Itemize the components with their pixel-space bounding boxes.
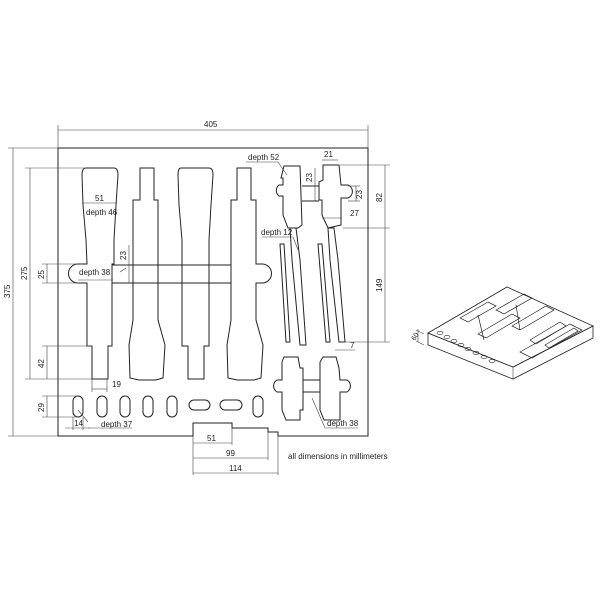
dim-405: 405 xyxy=(204,120,218,129)
handle-cutout-3 xyxy=(177,167,214,380)
dim-23-right: 23 xyxy=(355,190,364,199)
dim-60: 60 xyxy=(411,332,421,342)
dim-notch-99: 99 xyxy=(226,449,235,458)
slot-2 xyxy=(96,395,108,418)
dim-275: 275 xyxy=(20,266,29,280)
dim-42: 42 xyxy=(37,359,46,368)
dim-82: 82 xyxy=(375,193,384,202)
blade-slot-1 xyxy=(279,243,291,343)
tool-cutout-4 xyxy=(226,167,272,381)
handle-cutout-1 xyxy=(68,167,119,380)
small-tool-top-right xyxy=(318,164,353,229)
blade-slot-2 xyxy=(317,243,331,343)
label-depth-52: depth 52 xyxy=(248,153,280,162)
units-note: all dimensions in millimeters xyxy=(288,452,388,461)
slot-5 xyxy=(166,395,178,418)
blade-1 xyxy=(289,227,307,346)
dimension-lines xyxy=(8,125,390,475)
slot-8 xyxy=(252,395,264,418)
small-tool-bottom-right xyxy=(319,356,351,421)
dim-149: 149 xyxy=(375,278,384,292)
label-depth-12: depth 12 xyxy=(261,228,293,237)
dim-25: 25 xyxy=(37,270,46,279)
dim-27: 27 xyxy=(350,209,359,218)
dim-375: 375 xyxy=(3,284,12,298)
isometric-view: 60 xyxy=(411,286,594,380)
slot-7 xyxy=(219,399,243,411)
slot-6 xyxy=(188,399,211,411)
dim-19: 19 xyxy=(112,380,121,389)
label-depth-37: depth 37 xyxy=(101,420,133,429)
label-depth-38: depth 38 xyxy=(79,268,111,277)
dim-21: 21 xyxy=(324,150,333,159)
small-tool-top-left xyxy=(275,165,303,229)
dim-29: 29 xyxy=(37,403,46,412)
slot-3 xyxy=(119,395,131,418)
dim-23: 23 xyxy=(119,251,128,260)
dim-51: 51 xyxy=(95,194,104,203)
label-depth-38-right: depth 38 xyxy=(327,419,359,428)
tool-cutout-2 xyxy=(128,167,166,381)
dim-23-left: 23 xyxy=(305,173,314,182)
label-depth-46: depth 46 xyxy=(86,208,118,217)
dim-notch-114: 114 xyxy=(229,464,242,473)
dim-notch-51: 51 xyxy=(207,434,216,443)
small-tool-bottom-left xyxy=(273,356,304,421)
dim-7: 7 xyxy=(350,341,355,350)
slot-4 xyxy=(142,395,154,418)
dim-14: 14 xyxy=(74,419,83,428)
blade-2 xyxy=(327,227,346,343)
